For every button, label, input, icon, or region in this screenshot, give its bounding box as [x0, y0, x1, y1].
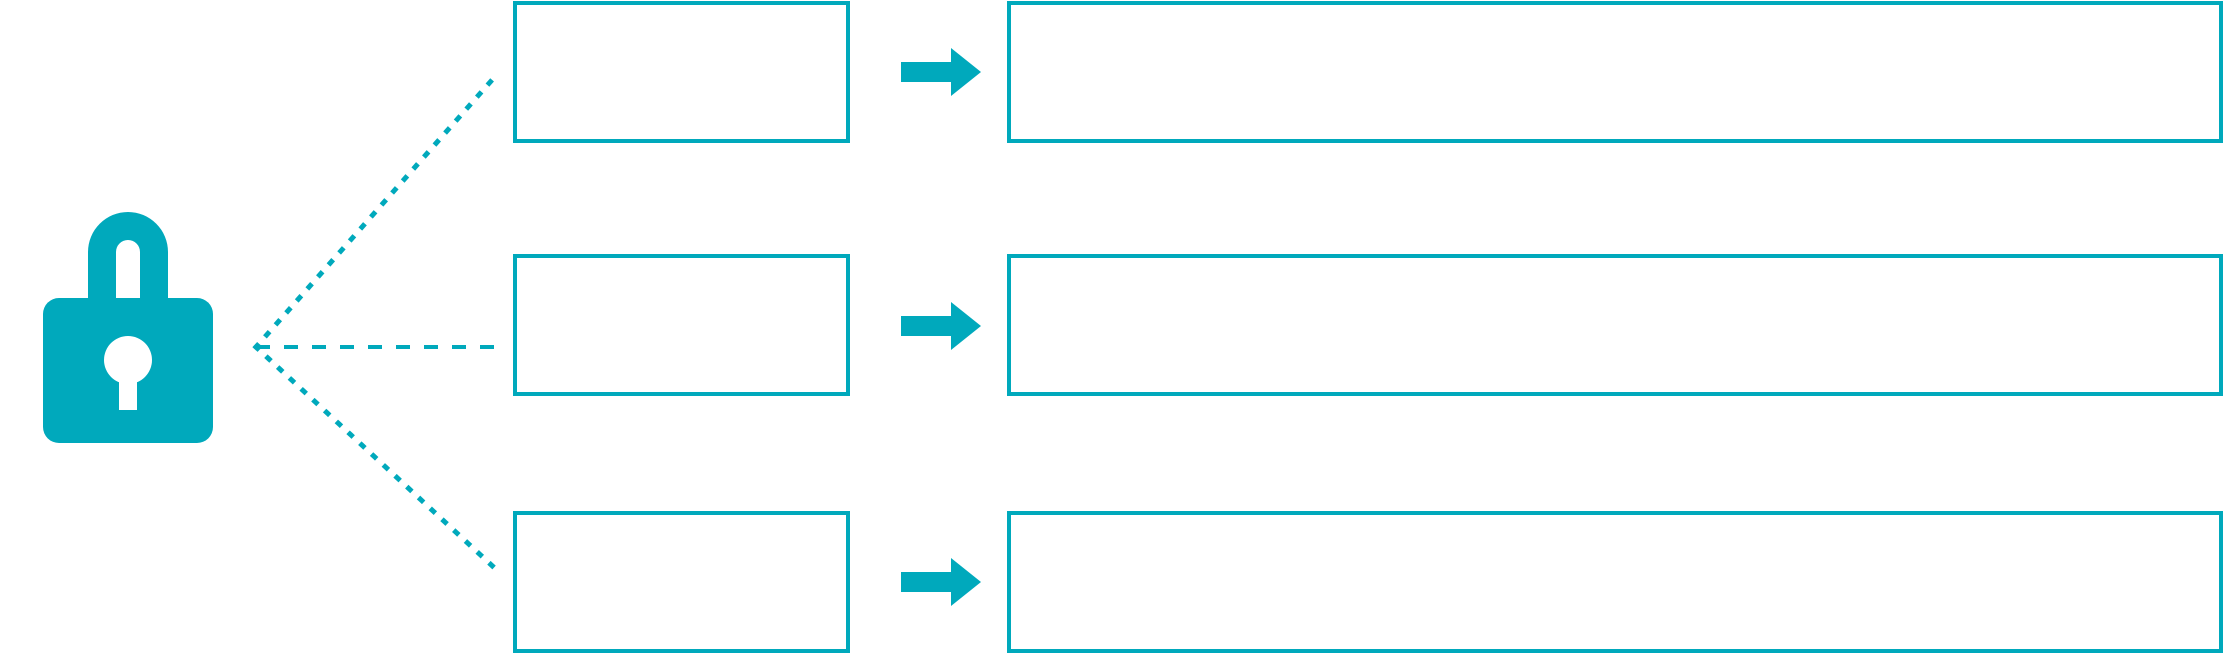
connector-line-row-1 [252, 76, 496, 351]
category-box-row-3[interactable] [513, 511, 850, 653]
detail-label-row-1 [1011, 5, 2219, 139]
right-arrow-icon-row-3 [901, 554, 981, 610]
right-arrow-icon-row-2 [901, 298, 981, 354]
category-box-row-1[interactable] [513, 1, 850, 143]
right-arrow-icon-row-1 [901, 44, 981, 100]
detail-label-row-3 [1011, 515, 2219, 649]
category-label-row-3 [517, 515, 846, 649]
detail-label-row-2 [1011, 258, 2219, 392]
category-box-row-2[interactable] [513, 254, 850, 396]
category-label-row-1 [517, 5, 846, 139]
lock-icon [28, 148, 228, 448]
detail-box-row-1[interactable] [1007, 1, 2223, 143]
detail-box-row-2[interactable] [1007, 254, 2223, 396]
connector-line-row-3 [252, 343, 504, 577]
detail-box-row-3[interactable] [1007, 511, 2223, 653]
category-label-row-2 [517, 258, 846, 392]
